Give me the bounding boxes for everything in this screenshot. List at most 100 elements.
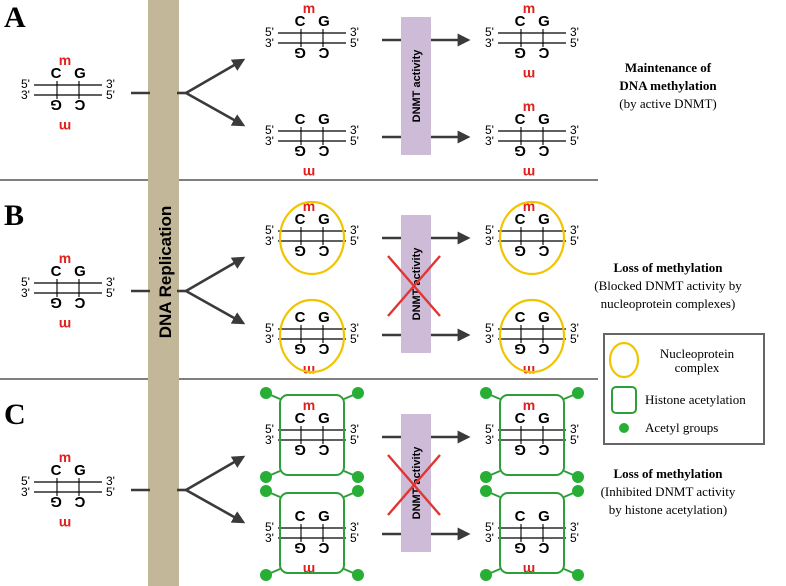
- five-prime-label: 5': [265, 223, 274, 237]
- legend-label: Histone acetylation: [645, 392, 746, 407]
- cytosine-label: C: [318, 539, 329, 556]
- section-caption-line: nucleoprotein complexes): [601, 296, 736, 311]
- legend-label: complex: [675, 360, 720, 375]
- guanine-label: G: [538, 410, 550, 427]
- acetyl-group-dot: [572, 387, 584, 399]
- guanine-label: G: [50, 294, 62, 311]
- cytosine-label: C: [51, 263, 62, 280]
- guanine-label: G: [294, 142, 306, 159]
- guanine-label: G: [538, 111, 550, 128]
- section-caption-line: (Inhibited DNMT activity: [601, 484, 736, 499]
- methyl-mark: m: [523, 198, 535, 214]
- guanine-label: G: [538, 309, 550, 326]
- guanine-label: G: [50, 493, 62, 510]
- three-prime-label: 3': [265, 433, 274, 447]
- section-caption-line: Maintenance of: [625, 60, 712, 75]
- legend-label: Acetyl groups: [645, 420, 718, 435]
- five-prime-label: 5': [485, 123, 494, 137]
- methyl-mark: m: [523, 165, 535, 181]
- section-letter: A: [4, 1, 26, 34]
- five-prime-label: 5': [106, 88, 115, 102]
- five-prime-label: 5': [485, 223, 494, 237]
- guanine-label: G: [294, 44, 306, 61]
- guanine-label: G: [514, 340, 526, 357]
- five-prime-label: 5': [106, 485, 115, 499]
- bottom-strand-bases: CG: [514, 142, 549, 159]
- cytosine-label: C: [295, 309, 306, 326]
- guanine-label: G: [74, 65, 86, 82]
- bottom-strand-bases: CG: [294, 142, 329, 159]
- bottom-strand-bases: CG: [514, 441, 549, 458]
- bottom-strand-bases: CG: [514, 44, 549, 61]
- acetyl-group-dot: [572, 485, 584, 497]
- five-prime-label: 5': [485, 25, 494, 39]
- methyl-mark: m: [59, 52, 71, 68]
- methyl-mark-flipped: m: [523, 562, 535, 578]
- guanine-label: G: [514, 539, 526, 556]
- methyl-mark: m: [523, 562, 535, 578]
- cytosine-label: C: [515, 13, 526, 30]
- methyl-mark: m: [303, 562, 315, 578]
- bottom-strand-bases: CG: [50, 493, 85, 510]
- dnmt-activity-box: [401, 17, 431, 155]
- cytosine-label: C: [318, 441, 329, 458]
- bottom-strand-bases: CG: [514, 539, 549, 556]
- bottom-strand-bases: CG: [50, 96, 85, 113]
- acetyl-group-dot: [352, 387, 364, 399]
- bottom-strand-bases: CG: [294, 441, 329, 458]
- five-prime-label: 5': [570, 36, 579, 50]
- cytosine-label: C: [515, 211, 526, 228]
- nucleoprotein-complex: [498, 200, 566, 276]
- cytosine-label: C: [538, 44, 549, 61]
- methyl-mark-flipped: m: [523, 165, 535, 181]
- five-prime-label: 5': [350, 531, 359, 545]
- guanine-label: G: [294, 539, 306, 556]
- bottom-strand-bases: CG: [294, 340, 329, 357]
- three-prime-label: 3': [350, 123, 359, 137]
- guanine-label: G: [50, 96, 62, 113]
- histone-box: [279, 492, 345, 574]
- methyl-mark: m: [523, 98, 535, 114]
- acetyl-group-dot: [352, 471, 364, 483]
- bottom-strand-bases: CG: [294, 44, 329, 61]
- methyl-mark-flipped: m: [59, 119, 71, 135]
- cytosine-label: C: [515, 508, 526, 525]
- cytosine-label: C: [538, 441, 549, 458]
- three-prime-label: 3': [265, 332, 274, 346]
- three-prime-label: 3': [570, 223, 579, 237]
- acetyl-group-dot: [260, 387, 272, 399]
- acetyl-group-dot: [480, 485, 492, 497]
- replication-arrow-up: [185, 58, 246, 95]
- histone-acetylation-complex: [480, 387, 584, 483]
- three-prime-label: 3': [570, 321, 579, 335]
- methyl-mark: m: [523, 397, 535, 413]
- methyl-mark: m: [523, 0, 535, 16]
- acetyl-group-dot: [572, 471, 584, 483]
- five-prime-label: 5': [21, 275, 30, 289]
- cytosine-label: C: [538, 142, 549, 159]
- guanine-label: G: [514, 242, 526, 259]
- guanine-label: G: [514, 441, 526, 458]
- three-prime-label: 3': [265, 134, 274, 148]
- cytosine-label: C: [295, 211, 306, 228]
- three-prime-label: 3': [350, 321, 359, 335]
- methyl-mark: m: [523, 67, 535, 83]
- section-a: A: [4, 1, 26, 34]
- histone-box: [499, 394, 565, 476]
- three-prime-label: 3': [570, 123, 579, 137]
- nucleoprotein-complex: [278, 200, 346, 276]
- three-prime-label: 3': [265, 36, 274, 50]
- section-caption-line: (Blocked DNMT activity by: [594, 278, 742, 293]
- three-prime-label: 3': [265, 234, 274, 248]
- methyl-mark: m: [59, 250, 71, 266]
- section-letter: C: [4, 398, 26, 431]
- five-prime-label: 5': [570, 134, 579, 148]
- three-prime-label: 3': [21, 485, 30, 499]
